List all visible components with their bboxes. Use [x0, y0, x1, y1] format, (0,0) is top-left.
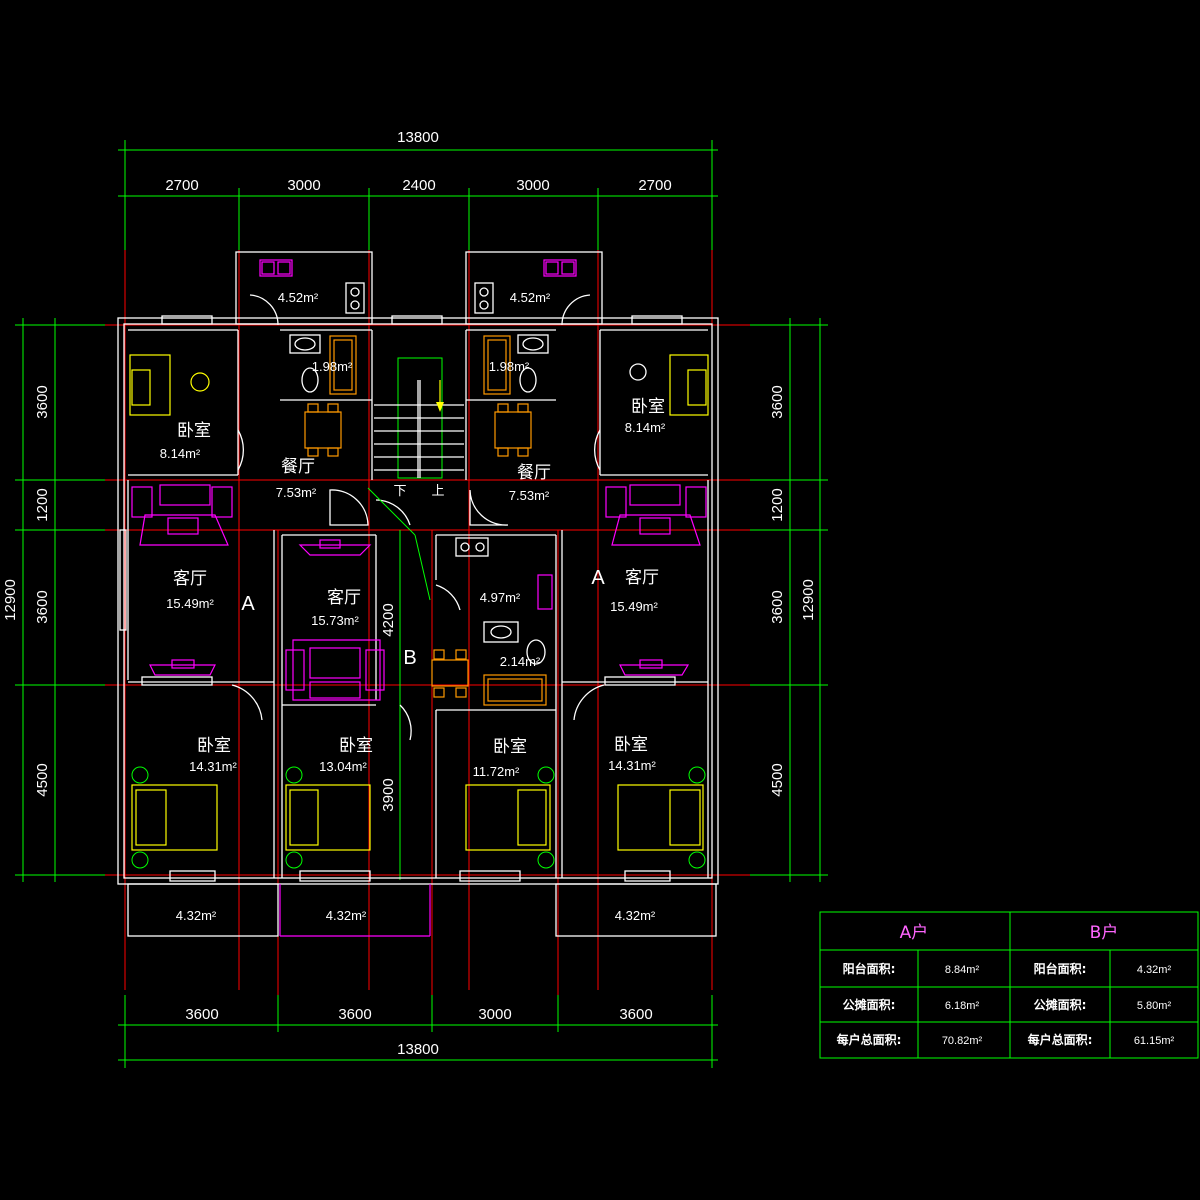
bottom-segment-4: 3600	[619, 1006, 652, 1023]
area-balcony-left: 4.32m²	[176, 908, 217, 923]
top-segment-1: 2700	[165, 177, 198, 194]
room-living-b: 客厅	[327, 588, 361, 608]
top-segment-5: 2700	[638, 177, 671, 194]
bottom-total-dimension: 13800	[397, 1041, 439, 1058]
table-row3-value-a: 70.82m²	[942, 1035, 983, 1047]
area-balcony-right: 4.32m²	[615, 908, 656, 923]
right-segment-2: 1200	[769, 488, 786, 521]
room-bedroom-tr: 卧室	[631, 397, 665, 417]
stair-up-label: 上	[431, 483, 444, 498]
inner-dimension-4200: 4200	[380, 603, 397, 636]
top-total-dimension: 13800	[397, 129, 439, 146]
top-segment-3: 2400	[402, 177, 435, 194]
bottom-segment-2: 3600	[338, 1006, 371, 1023]
windows	[119, 315, 683, 882]
table-row1-value-a: 8.84m²	[945, 964, 980, 976]
area-bath-right: 1.98m²	[489, 359, 530, 374]
unit-label-b: B	[403, 647, 416, 669]
area-bedroom-tr: 8.14m²	[625, 420, 666, 435]
beds	[129, 354, 709, 869]
area-bedroom-bl: 14.31m²	[189, 759, 237, 774]
kitchen-fixtures	[259, 259, 577, 610]
living-furniture	[131, 484, 707, 701]
area-bedroom-tl: 8.14m²	[160, 446, 201, 461]
table-row2-label-a: 公摊面积:	[843, 997, 896, 1012]
stair-down-label: 下	[393, 483, 406, 498]
room-dining-left: 餐厅	[281, 457, 315, 477]
table-row1-value-b: 4.32m²	[1137, 964, 1172, 976]
area-dining-left: 7.53m²	[276, 485, 317, 500]
top-segment-2: 3000	[287, 177, 320, 194]
room-bedroom-bl: 卧室	[197, 736, 231, 756]
left-segment-3: 3600	[34, 590, 51, 623]
left-segment-4: 4500	[34, 763, 51, 796]
area-living-b: 15.73m²	[311, 613, 359, 628]
bottom-segment-3: 3000	[478, 1006, 511, 1023]
area-kitchen-right: 4.52m²	[510, 290, 551, 305]
doors	[231, 294, 605, 741]
area-kitchen-b: 4.97m²	[480, 590, 521, 605]
inner-dimension-3900: 3900	[380, 778, 397, 811]
table-header-a: A户	[900, 923, 929, 943]
area-summary-table	[819, 911, 1199, 1059]
dimension-lines	[15, 140, 828, 1068]
area-living-right: 15.49m²	[610, 599, 658, 614]
area-bedroom-br: 14.31m²	[608, 758, 656, 773]
staircase	[374, 357, 464, 479]
table-row3-value-b: 61.15m²	[1134, 1035, 1175, 1047]
area-kitchen-left: 4.52m²	[278, 290, 319, 305]
top-segment-4: 3000	[516, 177, 549, 194]
area-living-left: 15.49m²	[166, 596, 214, 611]
room-living-right: 客厅	[625, 568, 659, 588]
unit-label-a-right: A	[591, 567, 605, 589]
room-bedroom-br: 卧室	[614, 735, 648, 755]
walls	[117, 251, 719, 937]
room-bedroom-b2: 卧室	[493, 737, 527, 757]
left-total-dimension: 12900	[2, 579, 19, 621]
area-balcony-mid: 4.32m²	[326, 908, 367, 923]
area-dining-right: 7.53m²	[509, 488, 550, 503]
table-row1-label-b: 阳台面积:	[1034, 961, 1087, 976]
area-bath-b: 2.14m²	[500, 654, 541, 669]
right-segment-4: 4500	[769, 763, 786, 796]
left-segment-2: 1200	[34, 488, 51, 521]
room-bedroom-b1: 卧室	[339, 736, 373, 756]
left-segment-1: 3600	[34, 385, 51, 418]
room-bedroom-tl: 卧室	[177, 421, 211, 441]
room-dining-right: 餐厅	[517, 463, 551, 483]
table-row3-label-b: 每户总面积:	[1028, 1032, 1093, 1047]
table-row3-label-a: 每户总面积:	[837, 1032, 902, 1047]
table-row2-label-b: 公摊面积:	[1034, 997, 1087, 1012]
area-bedroom-b2: 11.72m²	[473, 764, 520, 779]
unit-label-a-left: A	[241, 593, 255, 615]
area-bath-left: 1.98m²	[312, 359, 353, 374]
axis-grid	[100, 150, 800, 1030]
bottom-segment-1: 3600	[185, 1006, 218, 1023]
bath-fixtures	[289, 334, 549, 706]
area-bedroom-b1: 13.04m²	[319, 759, 367, 774]
dining-tables	[304, 403, 532, 698]
right-segment-1: 3600	[769, 385, 786, 418]
table-row2-value-b: 5.80m²	[1137, 1000, 1172, 1012]
table-header-b: B户	[1090, 923, 1119, 943]
right-segment-3: 3600	[769, 590, 786, 623]
room-living-left: 客厅	[173, 569, 207, 589]
right-total-dimension: 12900	[800, 579, 817, 621]
table-row2-value-a: 6.18m²	[945, 1000, 980, 1012]
table-row1-label-a: 阳台面积:	[843, 961, 896, 976]
